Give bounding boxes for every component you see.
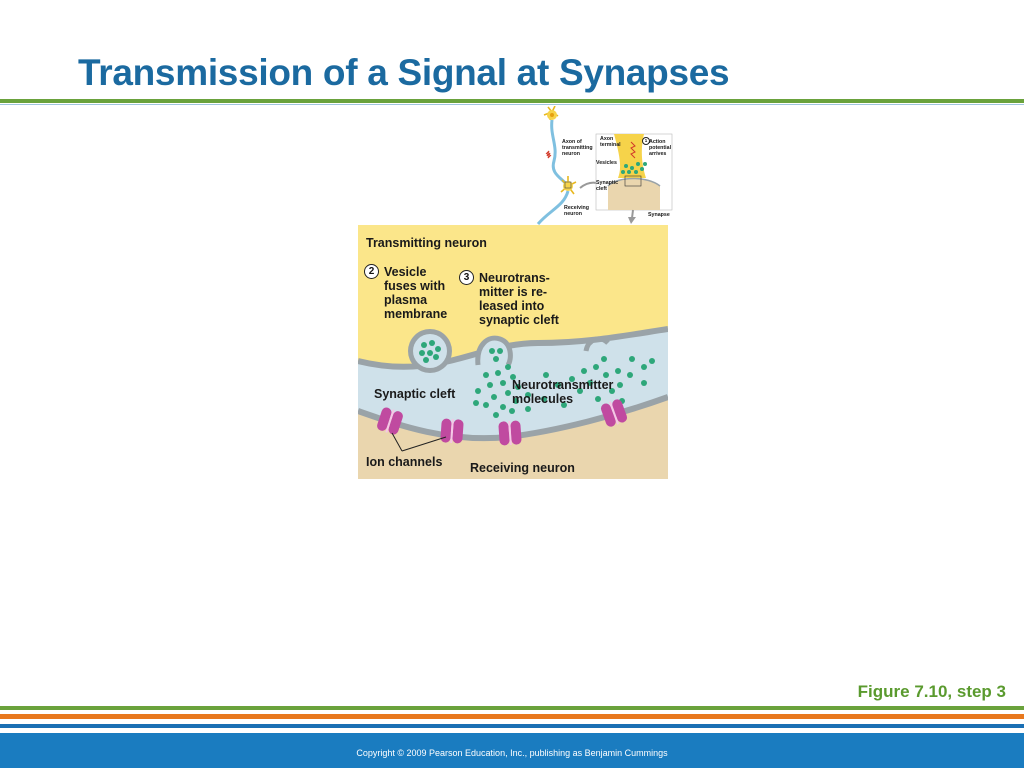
inset-axon-terminal-label: Axon terminal [600,136,621,149]
receiving-neuron-body [536,176,577,225]
zoom-arrow-down [631,209,634,219]
transmitting-neuron-label: Transmitting neuron [366,236,487,250]
receiving-neuron-label: Receiving neuron [470,461,575,475]
footer-rule-blue [0,724,1024,728]
overview-illustration [536,106,673,225]
inset-step-1-badge: 1 [642,137,650,145]
footer-bar [0,733,1024,768]
inset-synapse-label: Synapse [648,212,670,218]
inset-vesicles [621,162,647,174]
slide-title: Transmission of a Signal at Synapses [78,52,730,93]
inset-action-potential-squiggle [630,141,636,159]
title-underline-green [0,99,1024,103]
inset-axon-label: Axon of transmitting neuron [562,139,593,158]
neurotransmitter-molecules [473,356,655,418]
ion-channels-leader [391,432,447,452]
transmitting-neuron-body [543,106,559,121]
step-3-description: Neurotrans- mitter is re- leased into sy… [479,271,559,327]
inset-zoom-box [624,175,642,187]
step-2-badge: 2 [364,264,379,279]
step-3-badge: 3 [459,270,474,285]
vesicle-merged [583,336,610,352]
synapse-overview-inset: Axon of transmitting neuron Receiving ne… [528,106,674,228]
figure-caption: Figure 7.10, step 3 [857,682,1006,701]
synaptic-cleft-label: Synaptic cleft [374,387,456,401]
copyright-notice: Copyright © 2009 Pearson Education, Inc.… [356,748,668,758]
action-potential-squiggle [545,150,552,159]
inset-action-potential-label: Action potential arrives [649,139,672,158]
footer-rule-orange [0,714,1024,719]
vesicle-fusing [408,329,452,373]
neurotransmitter-molecules-label: Neurotransmitter molecules [512,378,614,406]
axon [550,119,570,187]
ion-channels-label: Ion channels [366,455,443,469]
synaptic-cleft-region [358,329,668,439]
step-2-description: Vesicle fuses with plasma membrane [384,265,448,321]
synapse-detail-diagram: Transmitting neuron 2 Vesicle fuses with… [358,225,668,479]
inset-vesicles-label: Vesicles [596,160,617,166]
vesicle-releasing [475,335,513,367]
inset-receiving-neuron-label: Receiving neuron [564,205,590,218]
synapse-detail-illustration [358,225,668,479]
ion-channels [377,399,628,446]
title-underline-blue [0,104,1024,105]
footer-rule-green [0,706,1024,710]
inset-synaptic-cleft-label: Synaptic cleft [596,180,619,193]
